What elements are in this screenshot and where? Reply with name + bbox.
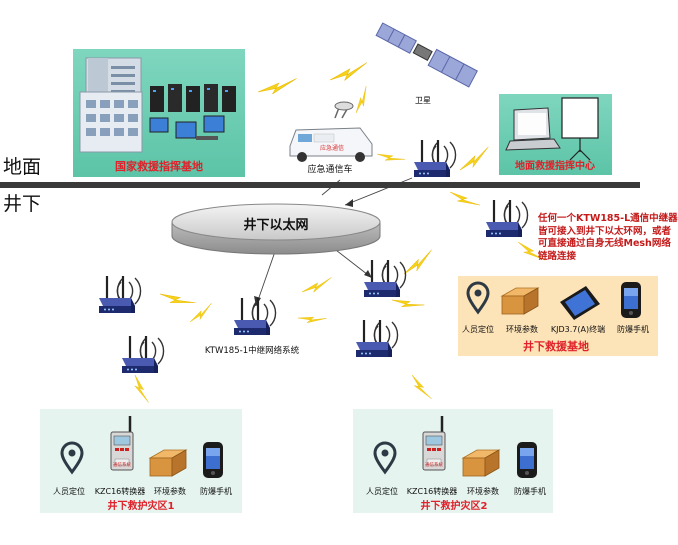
tablet-icon: [560, 286, 600, 320]
router-lower-right: [354, 318, 399, 359]
building-icon: [79, 57, 143, 153]
router-right: [484, 198, 529, 239]
zone2-label: 井下救护灾区2: [421, 499, 488, 512]
underground-label: 井下: [3, 193, 41, 215]
underground-base-panel: 人员定位 环境参数 KJD3.7(A)终端 防爆手机 井下救援基地: [458, 276, 658, 356]
zone1-item-3: 环境参数: [154, 486, 186, 496]
ground-divider: [0, 182, 640, 188]
router-mid-right: [362, 258, 407, 299]
satellite-label: 卫星: [415, 96, 431, 105]
surface-center-label: 地面救援指挥中心: [515, 159, 595, 172]
zone1-converter-screen: 通信系统: [113, 461, 131, 468]
router-center: [232, 296, 277, 337]
relay-system-label: KTW185-1中继网络系统: [205, 345, 300, 356]
zone1-phone-icon: [203, 442, 223, 478]
zone1-label: 井下救护灾区1: [108, 499, 175, 512]
base-item-4: 防爆手机: [617, 324, 649, 334]
router-left: [97, 274, 142, 315]
satellite-icon: [375, 22, 478, 88]
zone1-item-2: KZC16转换器: [95, 486, 146, 496]
underground-base-label: 井下救援基地: [523, 339, 589, 353]
workstation-icon: [149, 115, 225, 140]
router-surface: [412, 138, 457, 179]
phone-icon: [621, 282, 641, 318]
zone1-panel: 通信系统 人员定位 KZC16转换器 环境参数 防爆手机 井下救护灾区1: [40, 409, 242, 513]
zone2-phone-icon: [517, 442, 537, 478]
national-base-label: 国家救援指挥基地: [115, 159, 203, 173]
zone2-panel: 通信系统 人员定位 KZC16转换器 环境参数 防爆手机 井下救护灾区2: [353, 409, 553, 513]
laptop-icon: [505, 107, 561, 151]
base-item-1: 人员定位: [462, 324, 494, 334]
zone1-item-1: 人员定位: [53, 486, 85, 496]
base-item-2: 环境参数: [506, 324, 538, 334]
zone1-item-4: 防爆手机: [200, 486, 232, 496]
zone2-item-2: KZC16转换器: [407, 486, 458, 496]
ethernet-label: 井下以太网: [243, 217, 308, 233]
server-rack-icon: [150, 84, 236, 112]
access-note: 任何一个KTW185-L通信中继器皆可接入到井下以太环网，或者可直接通过自身无线…: [538, 213, 678, 262]
zone2-item-3: 环境参数: [467, 486, 499, 496]
vehicle-label: 应急通信车: [307, 163, 352, 175]
zone2-item-4: 防爆手机: [514, 486, 546, 496]
national-base-panel: 国家救援指挥基地: [73, 49, 245, 177]
base-item-3: KJD3.7(A)终端: [551, 324, 605, 334]
surface-center-panel: 地面救援指挥中心: [499, 94, 612, 175]
emergency-vehicle-icon: 应急通信: [289, 101, 373, 162]
surface-label: 地面: [3, 156, 41, 178]
router-lower-left: [120, 334, 165, 375]
zone2-converter-screen: 通信系统: [425, 461, 443, 468]
projector-screen-icon: [561, 97, 599, 161]
zone2-item-1: 人员定位: [366, 486, 398, 496]
vehicle-sign: 应急通信: [320, 144, 344, 152]
ethernet-ring-icon: 井下以太网: [171, 203, 381, 255]
